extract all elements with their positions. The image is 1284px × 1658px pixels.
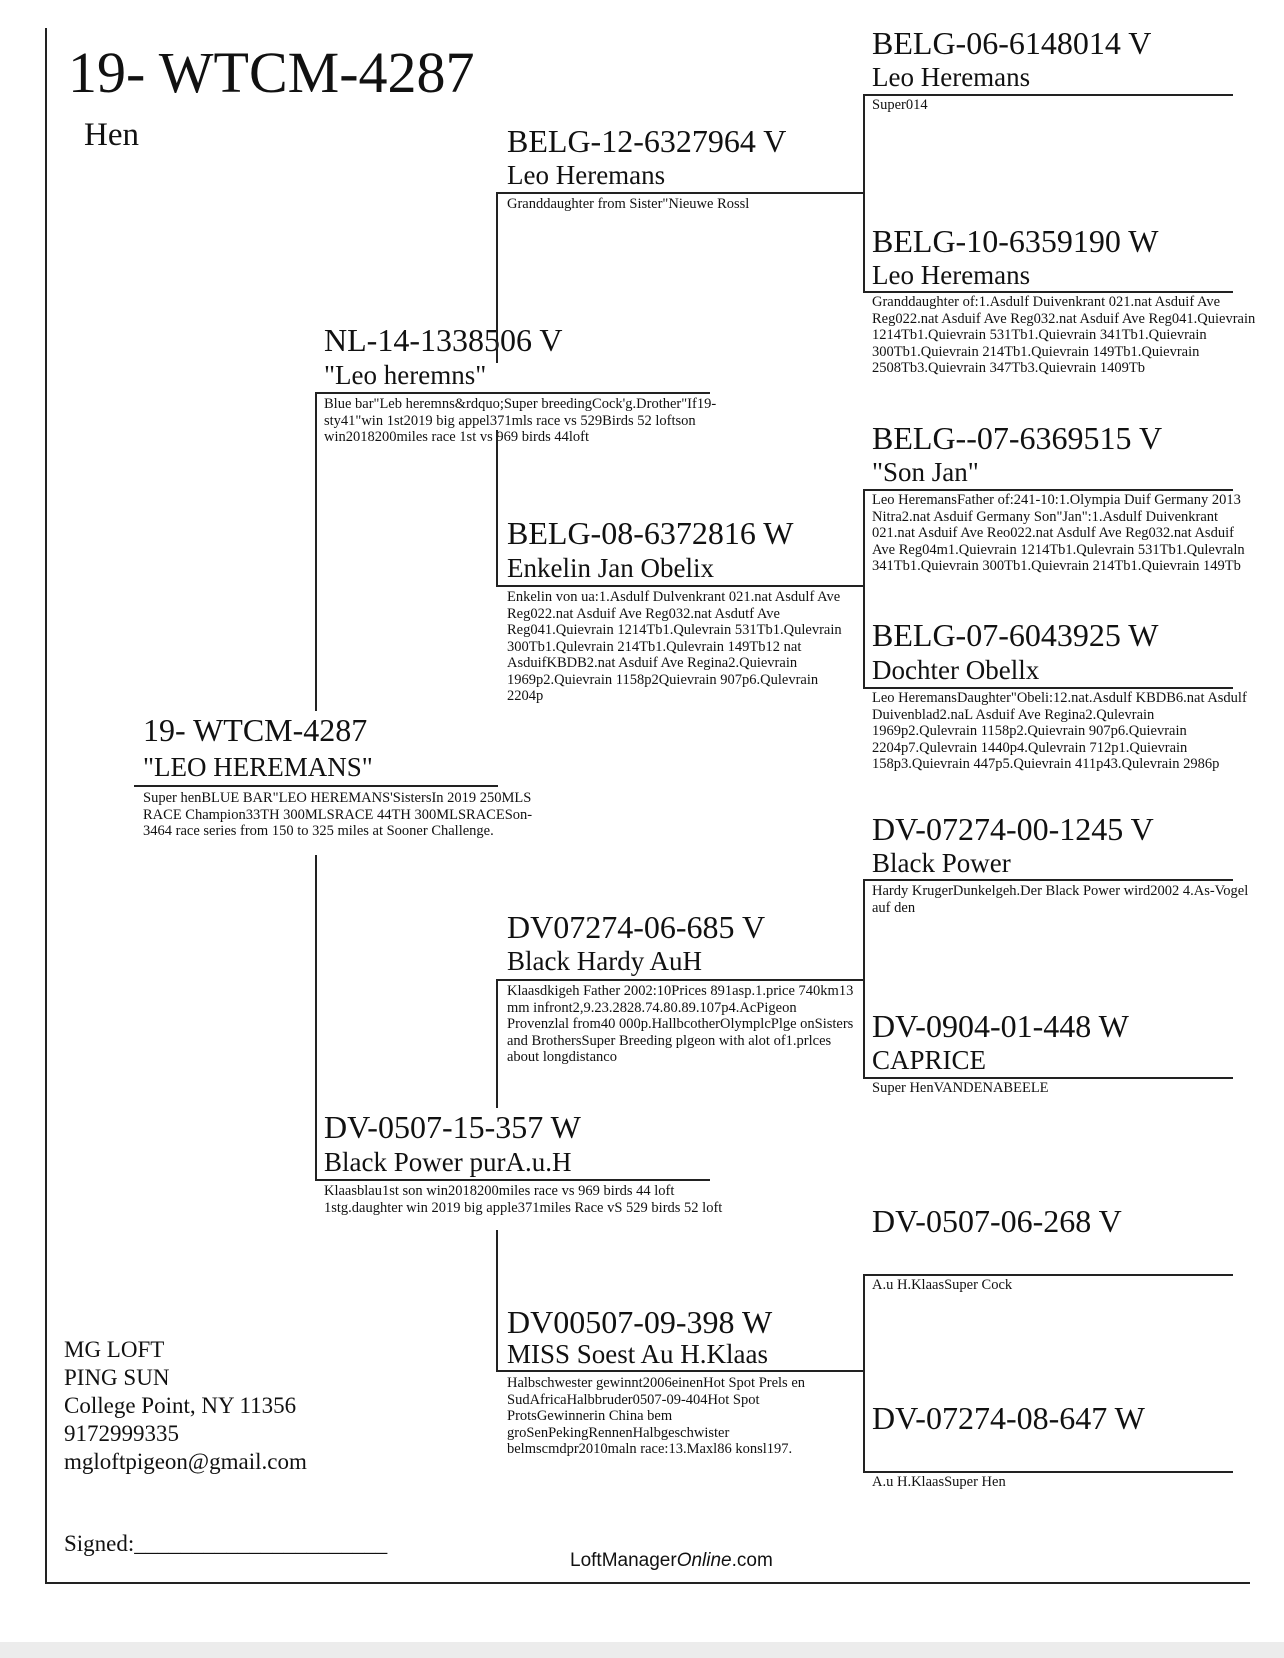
ggp-4-ring: BELG-07-6043925 W	[872, 617, 1159, 653]
footer-brand: LoftManagerOnline.com	[570, 1549, 773, 1573]
dam-name: Black Power purA.u.H	[324, 1147, 572, 1177]
dam-notes: Klaasblau1st son win2018200miles race vs…	[324, 1183, 723, 1216]
ggp-3-ring: BELG--07-6369515 V	[872, 420, 1163, 456]
dam-underline	[315, 1179, 710, 1181]
connector-ggp-5-6	[863, 880, 865, 1078]
page-bottom-band	[0, 1642, 1284, 1658]
connector-subject-dam	[315, 855, 317, 1179]
dam-dam-underline	[496, 1370, 864, 1372]
connector-ggp-3-4	[863, 490, 865, 688]
ggp-3-notes: Leo HeremansFather of:241-10:1.Olympia D…	[872, 492, 1245, 574]
owner-contact: MG LOFT PING SUN College Point, NY 11356…	[64, 1336, 464, 1476]
header-sex: Hen	[84, 117, 139, 153]
owner-phone: 9172999335	[64, 1421, 179, 1446]
owner-name: PING SUN	[64, 1365, 170, 1390]
header-ring-number: 19- WTCM-4287	[68, 40, 475, 105]
ggp-6-ring: DV-0904-01-448 W	[872, 1008, 1129, 1044]
ggp-5-ring: DV-07274-00-1245 V	[872, 811, 1154, 847]
owner-email[interactable]: mgloftpigeon@gmail.com	[64, 1449, 307, 1474]
sire-dam-name: Enkelin Jan Obelix	[507, 553, 714, 583]
signature-blank: ______________________	[134, 1531, 388, 1556]
sire-ring: NL-14-1338506 V	[324, 322, 563, 358]
signature-label: Signed:	[64, 1531, 135, 1556]
ggp-3-name: "Son Jan"	[872, 457, 979, 487]
ggp-2-underline	[863, 291, 1233, 293]
connector-ggp-1-2	[863, 95, 865, 292]
subject-notes: Super henBLUE BAR"LEO HEREMANS'SistersIn…	[143, 790, 533, 839]
subject-underline	[134, 785, 498, 787]
ggp-2-ring: BELG-10-6359190 W	[872, 223, 1159, 259]
sire-name: "Leo heremns"	[324, 360, 487, 390]
ggp-1-underline	[863, 94, 1233, 96]
sire-sire-notes: Granddaughter from Sister"Nieuwe Rossl	[507, 196, 750, 212]
sire-sire-underline	[496, 192, 864, 194]
signature-line[interactable]: Signed:______________________	[64, 1530, 387, 1558]
left-border	[45, 28, 47, 1583]
dam-sire-name: Black Hardy AuH	[507, 946, 702, 976]
connector-dam-dam	[496, 1230, 498, 1370]
ggp-3-underline	[863, 489, 1233, 491]
footer-brand-suffix: .com	[731, 1550, 773, 1571]
ggp-1-ring: BELG-06-6148014 V	[872, 25, 1152, 61]
connector-dam-sire	[496, 980, 498, 1108]
dam-ring: DV-0507-15-357 W	[324, 1109, 581, 1145]
ggp-2-name: Leo Heremans	[872, 260, 1031, 290]
sire-sire-name: Leo Heremans	[507, 160, 666, 190]
ggp-6-name: CAPRICE	[872, 1045, 987, 1075]
connector-subject-sire	[315, 393, 317, 711]
subject-ring: 19- WTCM-4287	[143, 712, 368, 748]
owner-loft: MG LOFT	[64, 1337, 165, 1362]
owner-address: College Point, NY 11356	[64, 1393, 297, 1418]
dam-dam-ring: DV00507-09-398 W	[507, 1304, 773, 1340]
dam-sire-underline	[496, 979, 864, 981]
footer-brand-main: LoftManager	[570, 1550, 677, 1571]
ggp-7-underline	[863, 1274, 1233, 1276]
ggp-8-notes: A.u H.KlaasSuper Hen	[872, 1474, 1006, 1490]
ggp-8-underline	[863, 1471, 1233, 1473]
sire-dam-underline	[496, 585, 864, 587]
footer-brand-italic: Online	[676, 1550, 732, 1571]
ggp-4-notes: Leo HeremansDaughter"Obeli:12.nat.Asdulf…	[872, 690, 1247, 772]
ggp-7-notes: A.u H.KlaasSuper Cock	[872, 1277, 1013, 1293]
ggp-5-name: Black Power	[872, 848, 1011, 878]
sire-notes: Blue bar"Leb heremns&rdquo;Super breedin…	[324, 396, 717, 445]
bottom-border	[45, 1582, 1250, 1584]
dam-sire-ring: DV07274-06-685 V	[507, 909, 766, 945]
sire-underline	[315, 392, 710, 394]
subject-name: "LEO HEREMANS"	[143, 752, 373, 782]
sire-dam-ring: BELG-08-6372816 W	[507, 515, 794, 551]
ggp-1-name: Leo Heremans	[872, 62, 1031, 92]
ggp-5-underline	[863, 879, 1233, 881]
ggp-8-ring: DV-07274-08-647 W	[872, 1400, 1145, 1436]
sire-dam-notes: Enkelin von ua:1.Asdulf Dulvenkrant 021.…	[507, 589, 842, 704]
dam-dam-name: MISS Soest Au H.Klaas	[507, 1339, 769, 1369]
ggp-5-notes: Hardy KrugerDunkelgeh.Der Black Power wi…	[872, 883, 1249, 916]
ggp-4-name: Dochter Obellx	[872, 655, 1040, 685]
ggp-4-underline	[863, 687, 1233, 689]
connector-sire-sire	[496, 193, 498, 363]
connector-ggp-7-8	[863, 1275, 865, 1472]
ggp-7-ring: DV-0507-06-268 V	[872, 1203, 1122, 1239]
ggp-6-notes: Super HenVANDENABEELE	[872, 1080, 1049, 1096]
ggp-1-notes: Super014	[872, 97, 928, 113]
connector-sire-dam	[496, 430, 498, 585]
sire-sire-ring: BELG-12-6327964 V	[507, 123, 787, 159]
ggp-6-underline	[863, 1077, 1233, 1079]
dam-dam-notes: Halbschwester gewinnt2006einenHot Spot P…	[507, 1375, 806, 1457]
ggp-2-notes: Granddaughter of:1.Asdulf Duivenkrant 02…	[872, 294, 1256, 376]
dam-sire-notes: Klaasdkigeh Father 2002:10Prices 891asp.…	[507, 983, 854, 1065]
